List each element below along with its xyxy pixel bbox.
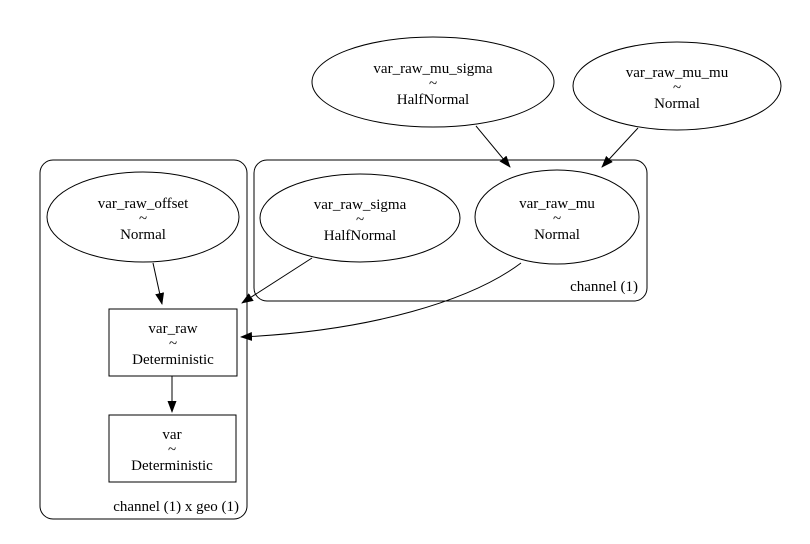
node-dist: Normal (120, 227, 166, 243)
edge-var_raw_mu-to-var_raw (240, 262, 522, 341)
node-label: var (162, 427, 181, 443)
node-op: ~ (429, 76, 437, 92)
node-label: var_raw_mu_sigma (373, 61, 492, 77)
plate-channel-geo-label: channel (1) x geo (1) (113, 499, 239, 515)
node-var: var ~ Deterministic (108, 414, 237, 483)
node-label: var_raw_mu (519, 196, 595, 212)
node-label: var_raw (148, 321, 197, 337)
node-var_raw_mu_mu: var_raw_mu_mu ~ Normal (572, 41, 782, 131)
edge-var_raw_mu_mu-to-var_raw_mu (601, 127, 639, 168)
node-op: ~ (356, 212, 364, 228)
node-var_raw_sigma-ellipse (259, 173, 461, 263)
node-label: var_raw_offset (98, 196, 189, 212)
node-op: ~ (673, 80, 681, 96)
node-var_raw_offset: var_raw_offset ~ Normal (46, 171, 240, 263)
plate-channel-border (253, 159, 648, 302)
node-dist: Normal (654, 96, 700, 112)
node-dist: Normal (534, 227, 580, 243)
edge-var_raw_mu_sigma-to-var_raw_mu (475, 125, 511, 168)
node-var_raw_mu: var_raw_mu ~ Normal (474, 169, 640, 265)
node-var_raw_mu_sigma-ellipse (311, 36, 555, 128)
node-var_raw_offset-ellipse (46, 171, 240, 263)
node-op: ~ (139, 211, 147, 227)
node-var_raw_mu_sigma: var_raw_mu_sigma ~ HalfNormal (311, 36, 555, 128)
node-label: var_raw_sigma (314, 197, 407, 213)
node-var_raw: var_raw ~ Deterministic (108, 308, 238, 377)
node-var_raw_sigma: var_raw_sigma ~ HalfNormal (259, 173, 461, 263)
plate-channel: channel (1) (253, 159, 648, 302)
node-op: ~ (169, 336, 177, 352)
node-label: var_raw_mu_mu (626, 65, 729, 81)
node-op: ~ (553, 211, 561, 227)
node-var_raw-box (108, 308, 238, 377)
node-dist: Deterministic (132, 352, 214, 368)
node-dist: HalfNormal (397, 92, 469, 108)
node-dist: HalfNormal (324, 228, 396, 244)
node-dist: Deterministic (131, 458, 213, 474)
node-var_raw_mu-ellipse (474, 169, 640, 265)
edge-var_raw_offset-to-var_raw (152, 262, 165, 305)
edge-var_raw_sigma-to-var_raw (241, 257, 313, 304)
node-var_raw_mu_mu-ellipse (572, 41, 782, 131)
node-op: ~ (168, 442, 176, 458)
edges (152, 125, 639, 413)
plate-channel-label: channel (1) (570, 279, 638, 295)
node-var-box (108, 414, 237, 483)
